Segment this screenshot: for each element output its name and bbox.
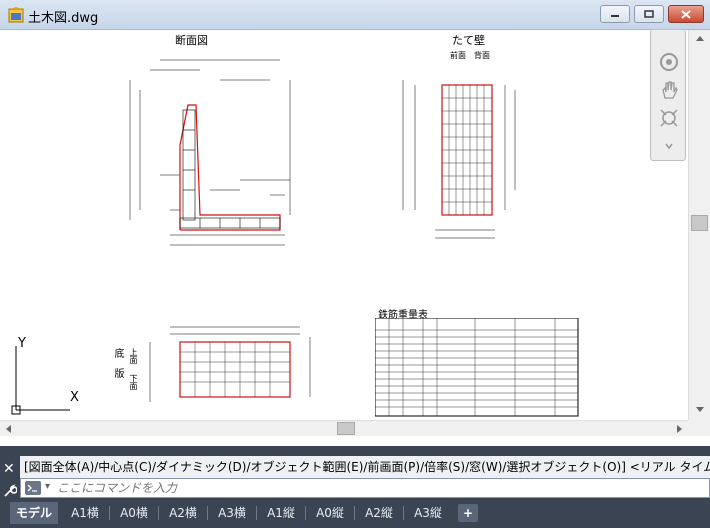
wall-view-subtitle: 前面 背面 bbox=[450, 51, 490, 60]
steering-wheel-icon[interactable] bbox=[657, 50, 681, 74]
zoom-icon[interactable] bbox=[657, 106, 681, 130]
command-prompt-icon[interactable] bbox=[25, 481, 41, 495]
close-button[interactable] bbox=[668, 5, 704, 23]
tab-a3-landscape[interactable]: A3横 bbox=[218, 506, 246, 520]
navbar-menu-icon[interactable] bbox=[657, 134, 681, 158]
plan-label-lower: 下面 bbox=[129, 374, 138, 390]
ucs-x-label: X bbox=[70, 390, 79, 405]
scrollbar-corner bbox=[688, 420, 710, 436]
command-history: [図面全体(A)/中心点(C)/ダイナミック(D)/オブジェクト範囲(E)/前画… bbox=[20, 456, 710, 478]
plan-label-upper: 上面 bbox=[129, 348, 138, 364]
command-line-panel: ✕ [図面全体(A)/中心点(C)/ダイナミック(D)/オブジェクト範囲(E)/… bbox=[0, 446, 710, 502]
tab-a2-landscape[interactable]: A2横 bbox=[169, 506, 197, 520]
tab-separator bbox=[109, 506, 110, 520]
restore-button[interactable] bbox=[634, 5, 664, 23]
drawing-canvas[interactable]: 断面図 bbox=[0, 30, 688, 420]
scroll-right-icon[interactable] bbox=[676, 424, 684, 434]
wall-drawing bbox=[402, 80, 516, 239]
window-title: 土木図.dwg bbox=[28, 11, 99, 26]
tab-separator bbox=[207, 506, 208, 520]
section-view-title: 断面図 bbox=[175, 34, 208, 47]
restore-icon bbox=[644, 10, 654, 18]
title-bar: 土木図.dwg bbox=[0, 0, 710, 30]
section-drawing bbox=[129, 59, 291, 246]
autocad-icon bbox=[8, 7, 24, 23]
vertical-scroll-thumb[interactable] bbox=[691, 215, 708, 231]
plan-drawing bbox=[149, 326, 311, 402]
layout-tab-bar: モデル A1横 A0横 A2横 A3横 A1縦 A0縦 A2縦 A3縦 + bbox=[0, 502, 710, 528]
pan-hand-icon[interactable] bbox=[657, 78, 681, 102]
tab-separator bbox=[256, 506, 257, 520]
tab-separator bbox=[403, 506, 404, 520]
tab-separator bbox=[305, 506, 306, 520]
command-input[interactable] bbox=[57, 480, 657, 496]
minimize-icon bbox=[611, 15, 619, 17]
wall-view-title: たて壁 bbox=[452, 34, 485, 47]
navigation-bar bbox=[650, 29, 686, 161]
vertical-scrollbar[interactable] bbox=[688, 30, 710, 420]
recent-commands-dropdown-icon[interactable]: ▾ bbox=[45, 481, 51, 492]
tab-a0-portrait[interactable]: A0縦 bbox=[316, 506, 344, 520]
scroll-up-icon[interactable] bbox=[695, 34, 705, 42]
tab-separator bbox=[354, 506, 355, 520]
scroll-down-icon[interactable] bbox=[695, 406, 705, 414]
tab-model[interactable]: モデル bbox=[10, 502, 58, 524]
add-layout-button[interactable]: + bbox=[458, 504, 478, 522]
horizontal-scrollbar[interactable] bbox=[0, 420, 688, 436]
tab-a1-landscape[interactable]: A1横 bbox=[71, 506, 99, 520]
minimize-button[interactable] bbox=[600, 5, 630, 23]
rebar-table bbox=[375, 318, 579, 417]
plan-label-top: 底 版 bbox=[112, 348, 123, 378]
ucs-y-label: Y bbox=[18, 336, 26, 351]
tab-a3-portrait[interactable]: A3縦 bbox=[414, 506, 442, 520]
wrench-icon[interactable] bbox=[3, 484, 17, 498]
tab-separator bbox=[158, 506, 159, 520]
rebar-table-title: 鉄筋重量表 bbox=[378, 310, 428, 321]
scroll-left-icon[interactable] bbox=[4, 424, 12, 434]
tab-a1-portrait[interactable]: A1縦 bbox=[267, 506, 295, 520]
close-icon bbox=[681, 9, 691, 19]
tab-a2-portrait[interactable]: A2縦 bbox=[365, 506, 393, 520]
tab-a0-landscape[interactable]: A0横 bbox=[120, 506, 148, 520]
command-input-row: ▾ bbox=[20, 478, 710, 498]
ucs-icon bbox=[11, 346, 70, 415]
horizontal-scroll-thumb[interactable] bbox=[337, 422, 355, 435]
command-line-close-icon[interactable]: ✕ bbox=[3, 461, 15, 477]
